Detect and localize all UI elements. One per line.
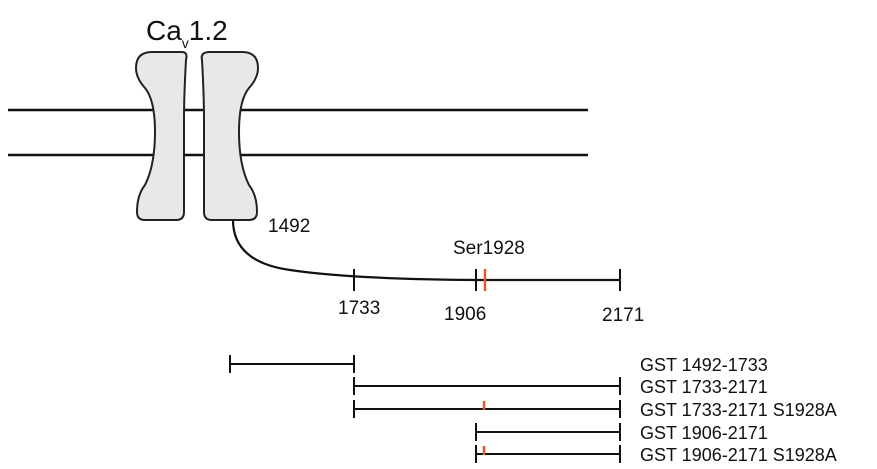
construct-row: GST 1906-2171 bbox=[476, 423, 768, 443]
construct-label: GST 1733-2171 bbox=[640, 377, 768, 397]
construct-label: GST 1906-2171 S1928A bbox=[640, 445, 837, 465]
label-1733: 1733 bbox=[338, 298, 380, 319]
label-1906: 1906 bbox=[444, 304, 486, 325]
label-1492: 1492 bbox=[268, 216, 310, 237]
construct-row: GST 1733-2171 S1928A bbox=[354, 400, 837, 420]
channel-title-suffix: 1.2 bbox=[189, 15, 228, 46]
construct-label: GST 1492-1733 bbox=[640, 355, 768, 375]
channel-title-subscript: v bbox=[182, 35, 189, 51]
construct-label: GST 1733-2171 S1928A bbox=[640, 400, 837, 420]
construct-row: GST 1492-1733 bbox=[230, 355, 768, 375]
label-2171: 2171 bbox=[602, 305, 644, 326]
channel-left-half bbox=[136, 52, 187, 220]
construct-row: GST 1733-2171 bbox=[354, 377, 768, 397]
label-ser1928: Ser1928 bbox=[453, 238, 525, 259]
channel-title-prefix: Ca bbox=[146, 15, 182, 46]
channel-right-half bbox=[202, 52, 258, 220]
construct-row: GST 1906-2171 S1928A bbox=[476, 445, 837, 465]
construct-label: GST 1906-2171 bbox=[640, 423, 768, 443]
channel-title: Cav1.2 bbox=[146, 15, 228, 51]
